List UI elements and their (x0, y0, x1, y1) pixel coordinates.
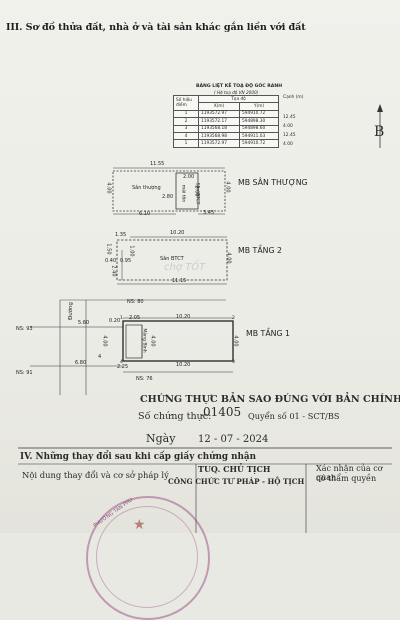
section4-col-content: Nội dung thay đổi và cơ sở pháp lý (22, 470, 169, 480)
point-number: 1 (120, 316, 123, 321)
room-label: Sân thượng (132, 185, 161, 191)
neighbor-label: NS: 93 (16, 326, 33, 332)
dim-label: 4.00 (149, 335, 156, 347)
section4-col-authority: có thẩm quyền (316, 474, 377, 483)
dim-label: 2.80 (162, 194, 174, 200)
dim-label: 11.55 (150, 161, 165, 167)
dim-label: 1.50 (105, 243, 112, 255)
section4-title: IV. Những thay đổi sau khi cấp giấy chứn… (20, 452, 257, 462)
floor-plan-drawing (18, 104, 392, 533)
room-label: mái tôn (180, 184, 186, 203)
dim-label: 4.00 (224, 181, 231, 193)
neighbor-label: NS: 80 (127, 299, 144, 305)
dim-label: 2.00 (183, 174, 195, 180)
official-seal-inner (96, 506, 198, 608)
certify-number-label: Số chứng thực: (138, 411, 212, 422)
edge-value: 12.45 (283, 115, 296, 120)
coord-table-subtitle: ( Hệ toạ độ VN 2000) (214, 90, 259, 95)
dim-label: 4.00 (232, 335, 239, 347)
dim-label: 4.00 (101, 335, 108, 347)
edge-value: 4.00 (283, 124, 293, 129)
floor2-outline (116, 239, 228, 281)
coord-table-title: BẢNG LIỆT KÊ TOẠ ĐỘ GÓC RANH (196, 84, 283, 89)
stamp-subtitle: CÔNG CHỨC TƯ PHÁP - HỘ TỊCH (168, 477, 305, 486)
dim-label: 2.40 (110, 265, 117, 277)
terrace-roof-block (175, 172, 199, 210)
certify-title: CHỨNG THỰC BẢN SAO ĐÚNG VỚI BẢN CHÍNH (140, 394, 400, 405)
section4-col-confirm: Xác nhận của cơ quan (316, 464, 383, 482)
floor2-plan-title: MB TẦNG 2 (238, 246, 282, 255)
seal-star-icon: ★ (133, 517, 146, 533)
room-label: Mảng Bịnh (141, 328, 147, 353)
certify-number: 01405 (203, 405, 242, 419)
dim-label: 6.10 (139, 211, 151, 217)
dim-label: 0.20 (109, 318, 121, 324)
stamp-title: TUQ. CHỦ TỊCH (198, 464, 271, 474)
room-label: Sân BTCT (160, 256, 184, 262)
north-arrow-head (377, 104, 383, 112)
edge-value: 12.45 (283, 133, 296, 138)
terrace-outline (112, 170, 226, 212)
dim-label: 11.15 (172, 278, 187, 284)
neighbor-label: NS: 91 (16, 370, 33, 376)
dim-label: 5.60 (78, 320, 90, 326)
dim-label: 4.00 (105, 182, 112, 194)
dim-label: 10.20 (176, 314, 191, 320)
certify-date-label: Ngày (146, 432, 176, 445)
certify-date: 12 - 07 - 2024 (198, 434, 269, 445)
neighbor-label: NS: 76 (136, 376, 153, 382)
dim-label: 1.35 (115, 232, 127, 238)
dim-label: 2.25 (117, 364, 129, 370)
col-edge: Cạnh (m) (283, 95, 304, 100)
dim-label: 4.00 (225, 252, 232, 264)
dim-label: 6.80 (75, 360, 87, 366)
dim-label: 2.05 (129, 315, 141, 321)
dim-label: 3.45 (203, 210, 215, 216)
dim-label: 4 (98, 354, 102, 360)
floor1-plan-title: MB TẦNG 1 (246, 329, 290, 338)
north-arrow: B (374, 124, 385, 140)
dim-label: 10.20 (176, 362, 191, 368)
dim-label: 0.95 (120, 258, 132, 264)
dim-label: 1.00 (128, 245, 135, 257)
road-label: Đường (67, 302, 74, 320)
dim-label: 0.40 (105, 258, 117, 264)
floor1-outline (122, 320, 234, 362)
point-number: 4 (120, 360, 123, 365)
terrace-plan-title: MB SÂN THƯỢNG (238, 178, 308, 187)
point-number: 3 (232, 360, 235, 365)
dim-label: 2.00 (193, 185, 200, 197)
edge-value: 4.00 (283, 142, 293, 147)
certify-book: Quyển số 01 - SCT/BS (248, 411, 340, 421)
floor1-inner-room (125, 324, 143, 359)
section-title: III. Sơ đồ thửa đất, nhà ở và tài sản kh… (6, 22, 306, 33)
watermark: chợ TỐT (164, 262, 206, 273)
point-number: 2 (232, 316, 235, 321)
dim-label: 10.20 (170, 230, 185, 236)
